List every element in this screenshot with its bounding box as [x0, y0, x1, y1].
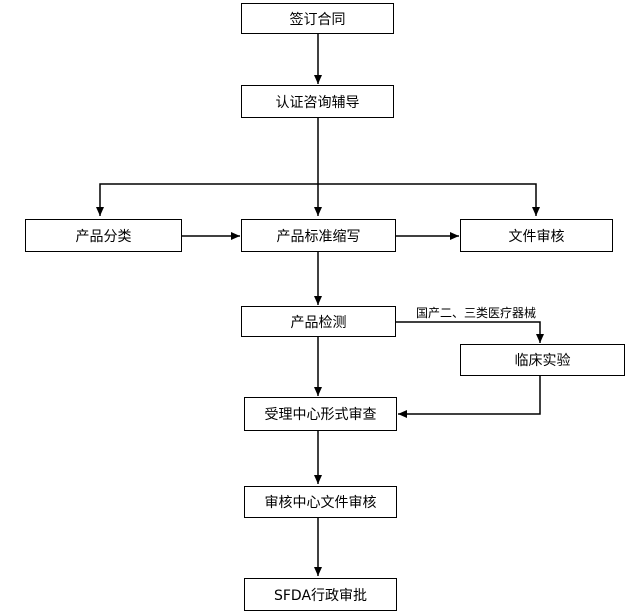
edge-branch-to-classification — [96, 183, 318, 216]
node-standard-writing: 产品标准缩写 — [241, 219, 396, 252]
node-sign-contract: 签订合同 — [241, 3, 394, 34]
node-clinical-trial: 临床实验 — [460, 344, 625, 376]
node-review-center: 审核中心文件审核 — [244, 486, 397, 518]
node-sfda-approval: SFDA行政审批 — [244, 578, 397, 611]
edge-testing-to-clinical — [396, 321, 544, 343]
node-acceptance-review: 受理中心形式审查 — [244, 397, 397, 431]
node-product-testing: 产品检测 — [241, 306, 396, 337]
edge-label-class-2-3-devices: 国产二、三类医疗器械 — [416, 306, 537, 320]
node-consulting: 认证咨询辅导 — [241, 85, 394, 118]
node-doc-review: 文件审核 — [460, 219, 613, 252]
node-product-classification: 产品分类 — [25, 219, 182, 252]
edge-branch-to-doc-review — [318, 183, 540, 216]
edge-clinical-to-acceptance — [398, 376, 541, 418]
